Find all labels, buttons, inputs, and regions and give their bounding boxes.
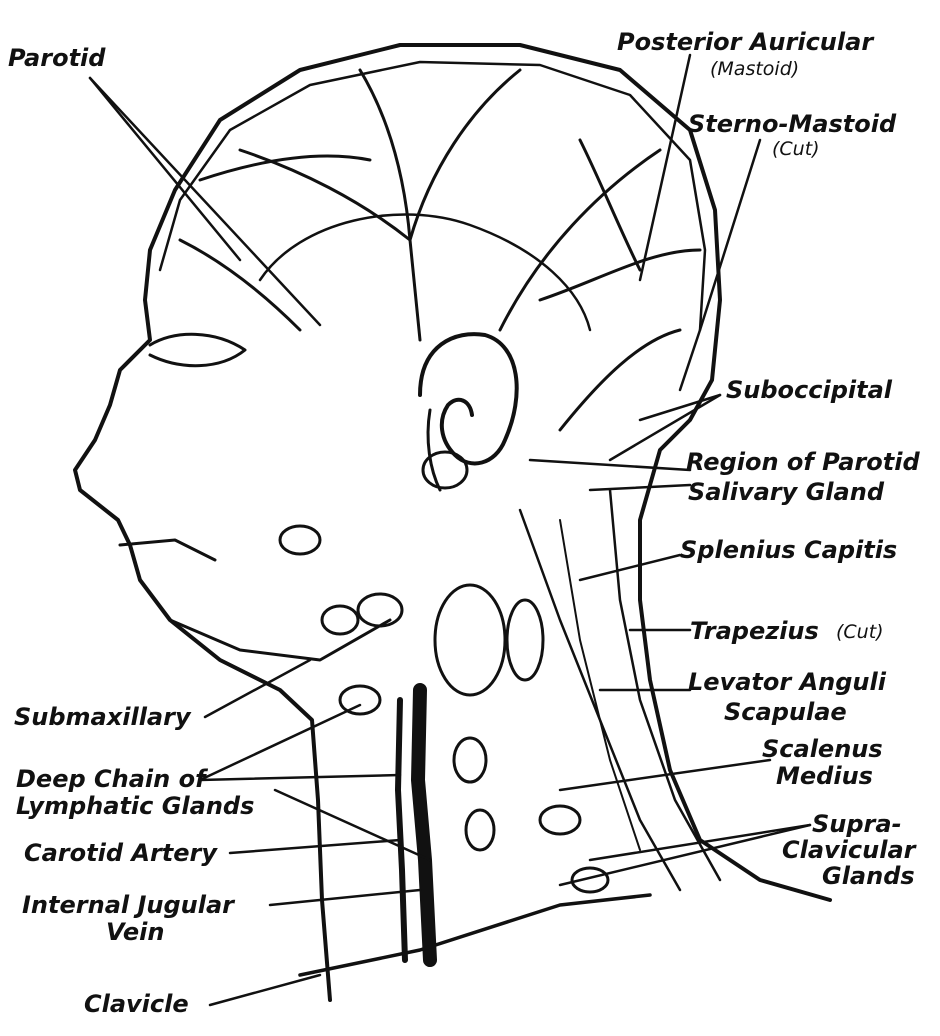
ear-inner: [426, 408, 442, 492]
label-suboccipital: Suboccipital: [726, 376, 893, 404]
skull-contour: [158, 60, 707, 392]
label-deep-chain-1: Deep Chain of: [16, 765, 206, 793]
label-posterior-auricular-sub: (Mastoid): [710, 58, 800, 80]
label-sterno-mastoid: Sterno-Mastoid: [688, 110, 897, 138]
label-sterno-mastoid-sub: (Cut): [772, 138, 820, 160]
label-region-parotid-2: Salivary Gland: [688, 478, 884, 506]
label-scalenus-2: Medius: [776, 762, 873, 790]
levator-band: [559, 519, 641, 851]
label-jugular-1: Internal Jugular: [22, 891, 235, 919]
label-parotid: Parotid: [8, 44, 106, 72]
label-supra-2: Clavicular: [782, 836, 916, 864]
label-jugular-2: Vein: [106, 918, 165, 946]
jaw-line: [168, 618, 392, 662]
eye: [148, 332, 247, 368]
clavicle-bone: [298, 893, 652, 977]
carotid-artery: [395, 697, 408, 963]
label-supra-1: Supra-: [812, 810, 902, 838]
label-carotid-artery: Carotid Artery: [24, 839, 218, 867]
label-splenius-capitis: Splenius Capitis: [680, 536, 898, 564]
label-supra-3: Glands: [822, 862, 915, 890]
internal-jugular-vein: [411, 683, 437, 967]
mouth: [118, 538, 217, 562]
ear: [418, 332, 519, 466]
leader-lines: [88, 53, 812, 1007]
label-trapezius-sub: (Cut): [836, 621, 884, 643]
label-trapezius: Trapezius: [690, 617, 819, 645]
label-levator-2: Scapulae: [724, 698, 847, 726]
label-scalenus-1: Scalenus: [762, 735, 883, 763]
label-posterior-auricular: Posterior Auricular: [617, 28, 874, 56]
lymph-gland-chain: [278, 450, 610, 894]
label-clavicle: Clavicle: [84, 990, 189, 1018]
scalp-vessels: [178, 68, 702, 432]
trapezius-band: [608, 488, 722, 882]
label-deep-chain-2: Lymphatic Glands: [16, 792, 255, 820]
label-region-parotid-1: Region of Parotid: [686, 448, 920, 476]
label-submaxillary: Submaxillary: [14, 703, 191, 731]
label-levator-1: Levator Anguli: [688, 668, 886, 696]
